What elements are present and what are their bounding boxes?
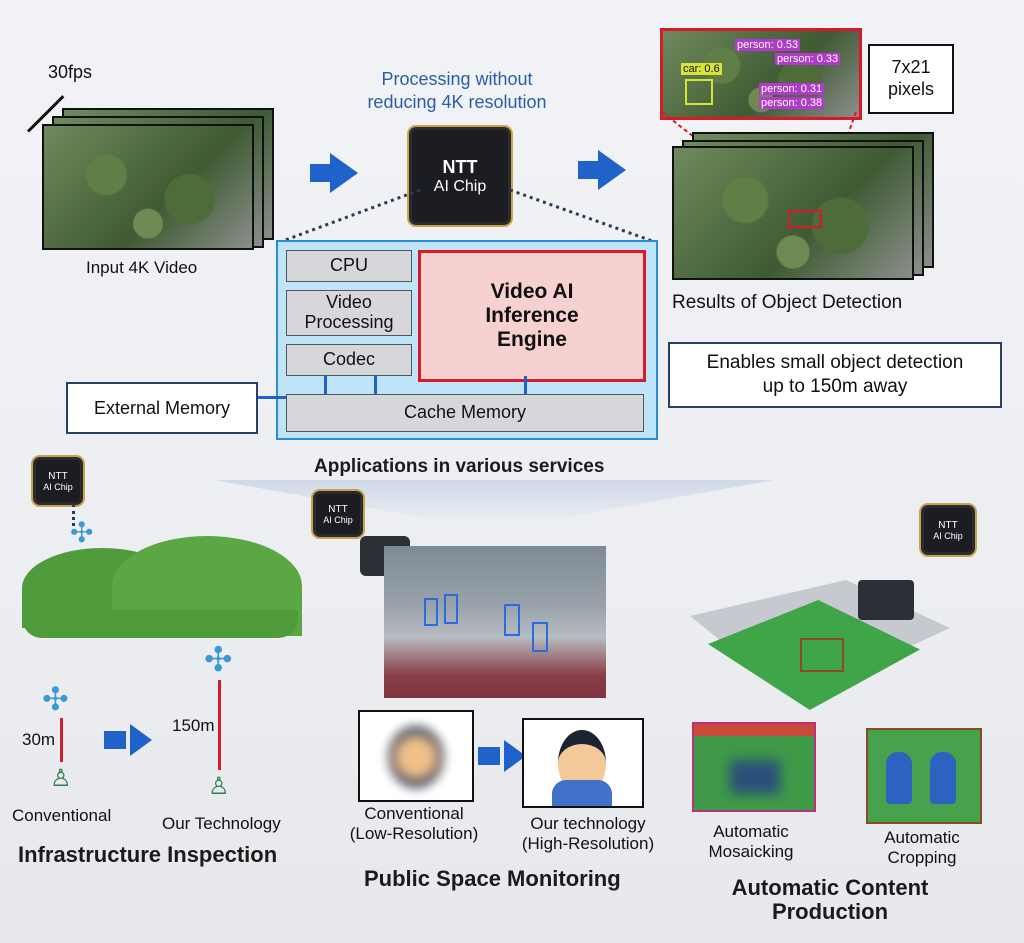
street-camera-image bbox=[384, 546, 606, 698]
chip-line1: NTT bbox=[938, 519, 958, 531]
person-bbox bbox=[444, 594, 458, 624]
detection-tag: person: 0.31 bbox=[759, 83, 825, 95]
distance-ours: 150m bbox=[172, 716, 215, 735]
infra-label-ours: Our Technology bbox=[162, 814, 281, 833]
detection-tag: person: 0.38 bbox=[759, 97, 825, 109]
inference-engine-label: Video AI Inference Engine bbox=[485, 279, 579, 352]
infra-title: Infrastructure Inspection bbox=[18, 842, 278, 867]
person-icon: ♙ bbox=[208, 773, 230, 800]
drone-icon: ✣ bbox=[70, 517, 94, 548]
pixels-callout: 7x21 pixels bbox=[868, 44, 954, 114]
high-res-face-image bbox=[522, 718, 644, 808]
chip-line1: NTT bbox=[442, 156, 478, 177]
low-res-face-image bbox=[358, 710, 474, 802]
chip-line2: AI Chip bbox=[43, 481, 73, 492]
car-bbox bbox=[685, 79, 713, 105]
drone-icon: ✣ bbox=[204, 641, 233, 679]
person-bbox bbox=[532, 622, 548, 652]
detection-crop-image: car: 0.6 person: 0.53 person: 0.33 perso… bbox=[660, 28, 862, 120]
right-arrow-icon bbox=[310, 153, 358, 193]
right-arrow-icon bbox=[104, 724, 152, 756]
content-label-mosaic: Automatic Mosaicking bbox=[708, 822, 794, 862]
bus-arrow-icon bbox=[324, 376, 327, 394]
chip-line1: NTT bbox=[328, 503, 348, 515]
results-label: Results of Object Detection bbox=[672, 292, 903, 313]
person-bbox bbox=[424, 598, 438, 626]
chip-line2: AI Chip bbox=[933, 530, 963, 541]
spread-arrow bbox=[214, 480, 774, 520]
detection-tag: person: 0.53 bbox=[735, 39, 801, 51]
content-title: Automatic Content Production bbox=[731, 875, 929, 925]
external-memory-label: External Memory bbox=[93, 397, 231, 418]
ntt-ai-chip-icon: NTT AI Chip bbox=[36, 460, 80, 502]
right-arrow-icon bbox=[478, 740, 526, 772]
infra-label-conventional: Conventional bbox=[12, 806, 112, 825]
distance-arrow-conventional bbox=[60, 718, 63, 762]
broadcast-camera-icon bbox=[858, 580, 914, 620]
mosaic-result-image bbox=[692, 722, 816, 812]
result-image bbox=[672, 146, 914, 280]
chip-link bbox=[72, 504, 75, 526]
ntt-ai-chip-icon: NTT AI Chip bbox=[412, 130, 508, 222]
crop-bbox bbox=[800, 638, 844, 672]
detect-callout-text: Enables small object detection up to 150… bbox=[706, 352, 964, 397]
ntt-ai-chip-icon: NTT AI Chip bbox=[316, 494, 360, 534]
chip-line2: AI Chip bbox=[433, 177, 487, 195]
distance-conventional: 30m bbox=[22, 730, 56, 749]
input-video-label: Input 4K Video bbox=[86, 258, 198, 277]
detect-callout: Enables small object detection up to 150… bbox=[668, 342, 1002, 408]
detection-tag: person: 0.33 bbox=[775, 53, 841, 65]
pixels-callout-text: 7x21 pixels bbox=[887, 57, 935, 99]
detection-tag: car: 0.6 bbox=[681, 63, 722, 75]
fps-label: 30fps bbox=[48, 62, 93, 82]
input-video-image bbox=[42, 124, 254, 250]
public-label-conventional: Conventional (Low-Resolution) bbox=[349, 804, 479, 844]
processing-note: Processing without reducing 4K resolutio… bbox=[367, 69, 547, 112]
applications-heading: Applications in various services bbox=[314, 456, 605, 477]
person-bbox bbox=[504, 604, 520, 636]
codec-block: Codec bbox=[286, 344, 412, 376]
content-label-crop: Automatic Cropping bbox=[884, 828, 960, 868]
ground-graphic bbox=[22, 610, 298, 638]
cache-memory-block: Cache Memory bbox=[286, 394, 644, 432]
small-object-bbox bbox=[788, 210, 822, 228]
chip-zoom-lines bbox=[279, 188, 656, 244]
public-title: Public Space Monitoring bbox=[364, 866, 621, 891]
video-processing-block: Video Processing bbox=[286, 290, 412, 336]
ntt-ai-chip-icon: NTT AI Chip bbox=[924, 508, 972, 552]
public-label-ours: Our technology (High-Resolution) bbox=[521, 814, 655, 854]
crop-result-image bbox=[866, 728, 982, 824]
right-arrow-icon bbox=[578, 150, 626, 190]
drone-icon: ✣ bbox=[42, 681, 69, 717]
external-memory-box: External Memory bbox=[66, 382, 258, 434]
cpu-block: CPU bbox=[286, 250, 412, 282]
bus-arrow-icon bbox=[374, 376, 377, 394]
inference-engine-block: Video AI Inference Engine bbox=[418, 250, 646, 382]
person-icon: ♙ bbox=[50, 765, 72, 792]
bus-arrow-icon bbox=[524, 376, 527, 394]
chip-line1: NTT bbox=[48, 470, 68, 482]
distance-arrow-ours bbox=[218, 680, 221, 770]
ext-bus-arrow-icon bbox=[256, 396, 286, 399]
chip-line2: AI Chip bbox=[323, 514, 353, 525]
